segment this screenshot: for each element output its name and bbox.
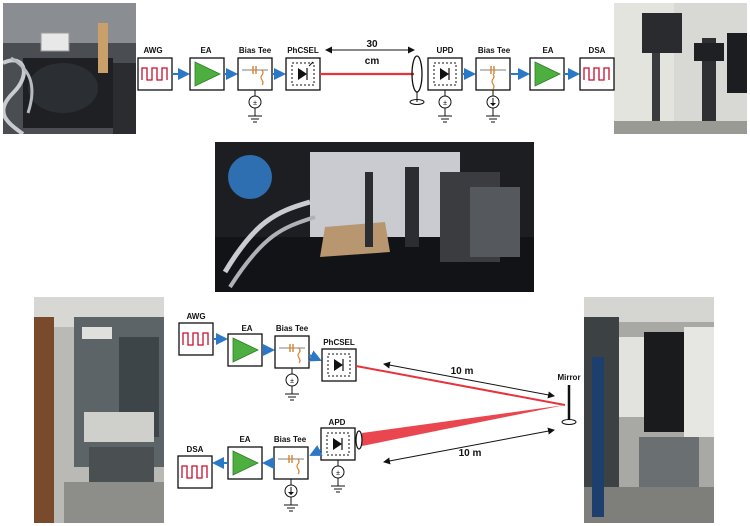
label-awg-top: AWG [143,46,162,55]
label-dsa-bottom: DSA [187,445,204,454]
amplifier-block-top-tx [189,57,225,91]
bias-tee-block-bottom-tx: ± [274,335,310,401]
distance-value-top: 30 [366,39,378,50]
phcsel-block-bottom [321,348,357,382]
awg-block-top [137,57,173,91]
label-phcsel-top: PhCSEL [287,46,319,55]
svg-text:±: ± [290,378,294,385]
photo-receiver [614,3,747,134]
label-ea-bottom-tx: EA [241,324,252,333]
distance-unit-top: cm [365,56,380,67]
label-biastee-bottom-rx: Bias Tee [274,435,307,444]
amplifier-block-bottom-tx [227,333,263,367]
photo-bench [215,142,534,292]
label-dsa-top: DSA [589,46,606,55]
photo-transmitter [3,3,136,134]
label-ea-top-tx: EA [200,46,211,55]
phcsel-block-top [285,57,321,91]
distance-arrow-out [383,361,555,399]
lens-top [409,55,425,105]
amplifier-block-bottom-rx [227,446,263,480]
label-awg-bottom: AWG [186,312,205,321]
label-apd-bottom: APD [329,418,346,427]
svg-text:±: ± [336,470,340,477]
dsa-block-bottom [177,455,213,489]
distance-label-back: 10 m [459,448,482,459]
svg-text:±: ± [443,100,447,107]
distance-label-out: 10 m [451,366,474,377]
svg-text:±: ± [253,100,257,107]
label-biastee-bottom-tx: Bias Tee [276,324,309,333]
label-biastee-top-rx: Bias Tee [478,46,511,55]
amplifier-block-top-rx [529,57,565,91]
photo-corridor-right [584,297,714,523]
dsa-block-top [579,57,615,91]
distance-arrow-back [383,427,555,465]
bias-tee-block-top-tx: ± [237,57,273,123]
laser-beam-return [362,405,565,446]
awg-block-bottom [178,322,214,356]
label-phcsel-bottom: PhCSEL [323,338,355,347]
apd-block-bottom: ± [320,427,363,493]
bias-tee-block-top-rx [475,57,511,123]
mirror [561,385,577,425]
label-biastee-top-tx: Bias Tee [239,46,272,55]
bias-tee-block-bottom-rx [273,446,309,512]
upd-block-top: ± [427,57,463,123]
label-ea-bottom-rx: EA [239,435,250,444]
label-ea-top-rx: EA [542,46,553,55]
mirror-label: Mirror [557,373,580,382]
photo-corridor-left [34,297,164,523]
label-upd-top: UPD [437,46,454,55]
